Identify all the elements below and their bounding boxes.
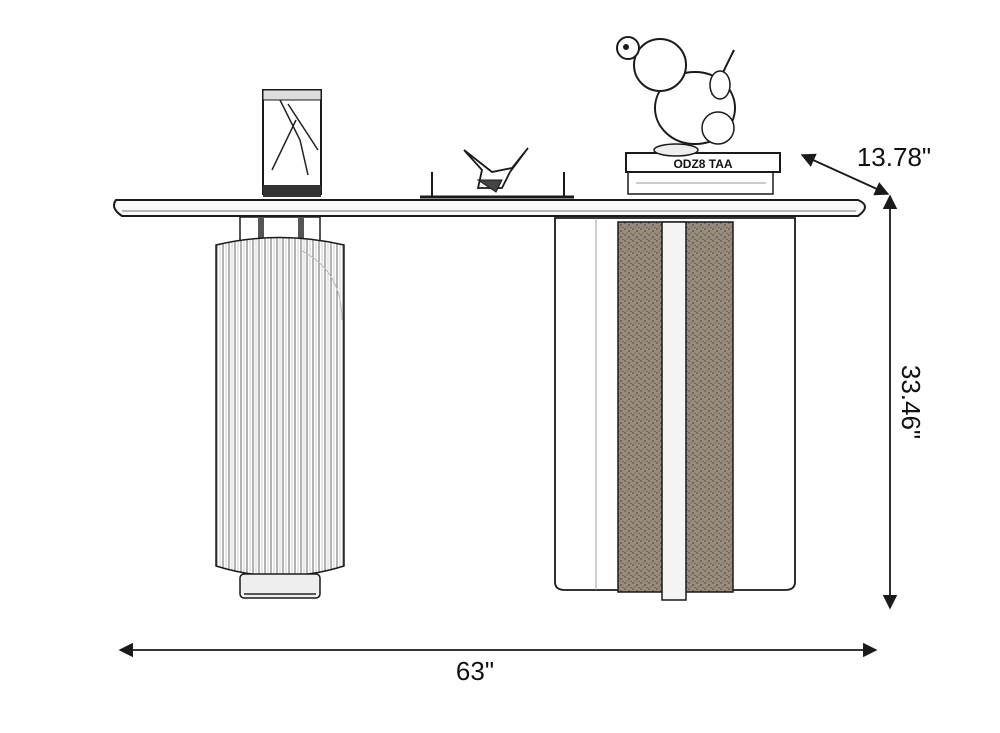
panel-leg <box>554 217 796 601</box>
paper-crane-icon <box>420 147 574 199</box>
balloon-dog-icon <box>616 36 736 157</box>
depth-label: 13.78" <box>857 142 931 172</box>
height-dimension: 33.46" <box>882 194 926 610</box>
tabletop <box>113 199 866 217</box>
depth-dimension: 13.78" <box>800 142 931 196</box>
width-label: 63" <box>456 656 494 686</box>
cylinder-leg <box>215 216 345 599</box>
vase-icon <box>262 89 322 197</box>
height-label: 33.46" <box>896 365 926 439</box>
width-dimension: 63" <box>118 642 878 686</box>
book-stack-icon: ODZ8 TAA <box>625 152 781 195</box>
book-top-text: ODZ8 TAA <box>673 157 732 171</box>
